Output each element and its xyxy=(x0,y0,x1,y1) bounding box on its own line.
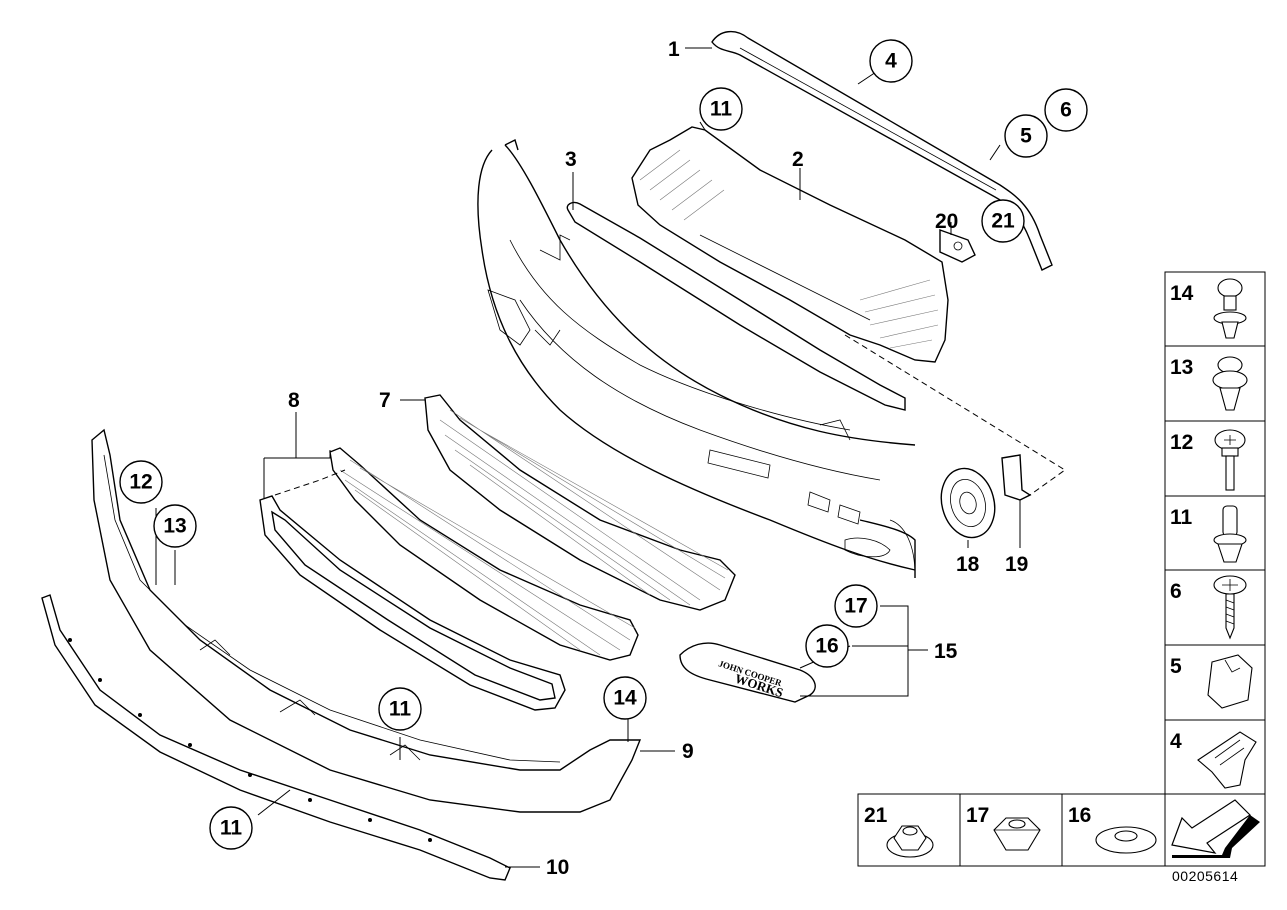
push-rivet-icon xyxy=(1213,278,1247,339)
legend-label-14: 14 xyxy=(1170,282,1194,305)
hex-nut-icon xyxy=(993,817,1041,851)
square-clip-icon xyxy=(1207,654,1253,709)
fastener-legend-right: 14 13 12 11 6 5 4 xyxy=(1164,271,1266,795)
assembly-line-lower xyxy=(274,469,346,496)
callout-16: 16 xyxy=(805,624,849,668)
next-page-arrow-icon[interactable] xyxy=(1171,799,1260,858)
document-number: 00205614 xyxy=(1172,868,1239,884)
callout-19: 19 xyxy=(1005,553,1028,576)
callout-11-bottom: 11 xyxy=(209,806,253,850)
svg-text:11: 11 xyxy=(710,98,733,121)
callout-11-top: 11 xyxy=(699,87,743,131)
callout-15: 15 xyxy=(934,640,958,663)
callout-12: 12 xyxy=(119,460,163,504)
svg-text:4: 4 xyxy=(885,50,897,73)
small-plate xyxy=(939,229,976,263)
torx-screw-icon xyxy=(1214,429,1246,491)
callout-20: 20 xyxy=(935,210,958,233)
legend-label-5: 5 xyxy=(1170,655,1182,678)
svg-text:12: 12 xyxy=(129,471,152,494)
svg-text:14: 14 xyxy=(613,687,637,710)
callout-14: 14 xyxy=(603,676,647,720)
jcw-badge: JOHN COOPER WORKS xyxy=(679,642,816,703)
svg-text:17: 17 xyxy=(844,595,867,618)
svg-text:16: 16 xyxy=(815,635,838,658)
grille-trim-strip xyxy=(566,201,906,411)
expanding-rivet-icon xyxy=(1212,356,1248,411)
legend-label-4: 4 xyxy=(1170,730,1182,753)
svg-text:11: 11 xyxy=(389,698,412,721)
round-emblem xyxy=(940,467,996,539)
legend-label-16: 16 xyxy=(1068,804,1091,827)
svg-text:5: 5 xyxy=(1020,125,1032,148)
legend-label-21: 21 xyxy=(864,804,888,827)
callout-4: 4 xyxy=(869,39,913,83)
washer-icon xyxy=(1095,826,1157,854)
callout-5: 5 xyxy=(1004,114,1048,158)
fastener-legend-bottom: 21 17 16 xyxy=(857,793,1266,867)
lower-support-strip xyxy=(41,594,511,881)
bumper-shell xyxy=(477,139,916,578)
lower-grille xyxy=(424,394,736,611)
callout-10: 10 xyxy=(546,856,569,879)
callout-18: 18 xyxy=(956,553,980,576)
callout-11-mid: 11 xyxy=(378,687,422,731)
callout-3: 3 xyxy=(565,148,577,171)
upper-grille xyxy=(631,126,949,363)
callouts: 1 2 3 7 8 9 10 15 18 19 20 4 5 6 11 21 1… xyxy=(119,38,1088,879)
legend-label-6: 6 xyxy=(1170,580,1182,603)
spring-clip-icon xyxy=(1197,731,1257,789)
svg-text:11: 11 xyxy=(220,817,243,840)
callout-21-top: 21 xyxy=(981,199,1025,243)
legend-label-11: 11 xyxy=(1170,506,1193,529)
svg-text:21: 21 xyxy=(991,210,1015,233)
callout-7: 7 xyxy=(379,389,391,412)
callout-1: 1 xyxy=(668,38,680,61)
callout-13: 13 xyxy=(153,504,197,548)
flange-nut-icon xyxy=(886,825,934,858)
lower-spoiler xyxy=(91,428,642,813)
grille-with-frame xyxy=(259,447,639,711)
callout-17: 17 xyxy=(834,584,878,628)
leader-lines xyxy=(155,47,1021,868)
legend-label-13: 13 xyxy=(1170,356,1193,379)
callout-8: 8 xyxy=(288,389,300,412)
legend-label-12: 12 xyxy=(1170,431,1193,454)
callout-6: 6 xyxy=(1044,88,1088,132)
washer-screw-icon xyxy=(1213,575,1247,640)
emblem-bracket xyxy=(1001,454,1032,501)
upper-trim-strip xyxy=(711,31,1053,271)
svg-text:6: 6 xyxy=(1060,99,1072,122)
callout-2: 2 xyxy=(792,148,804,171)
legend-label-17: 17 xyxy=(966,804,989,827)
svg-text:13: 13 xyxy=(163,515,186,538)
callout-9: 9 xyxy=(682,740,694,763)
plastic-clip-icon xyxy=(1213,505,1247,563)
